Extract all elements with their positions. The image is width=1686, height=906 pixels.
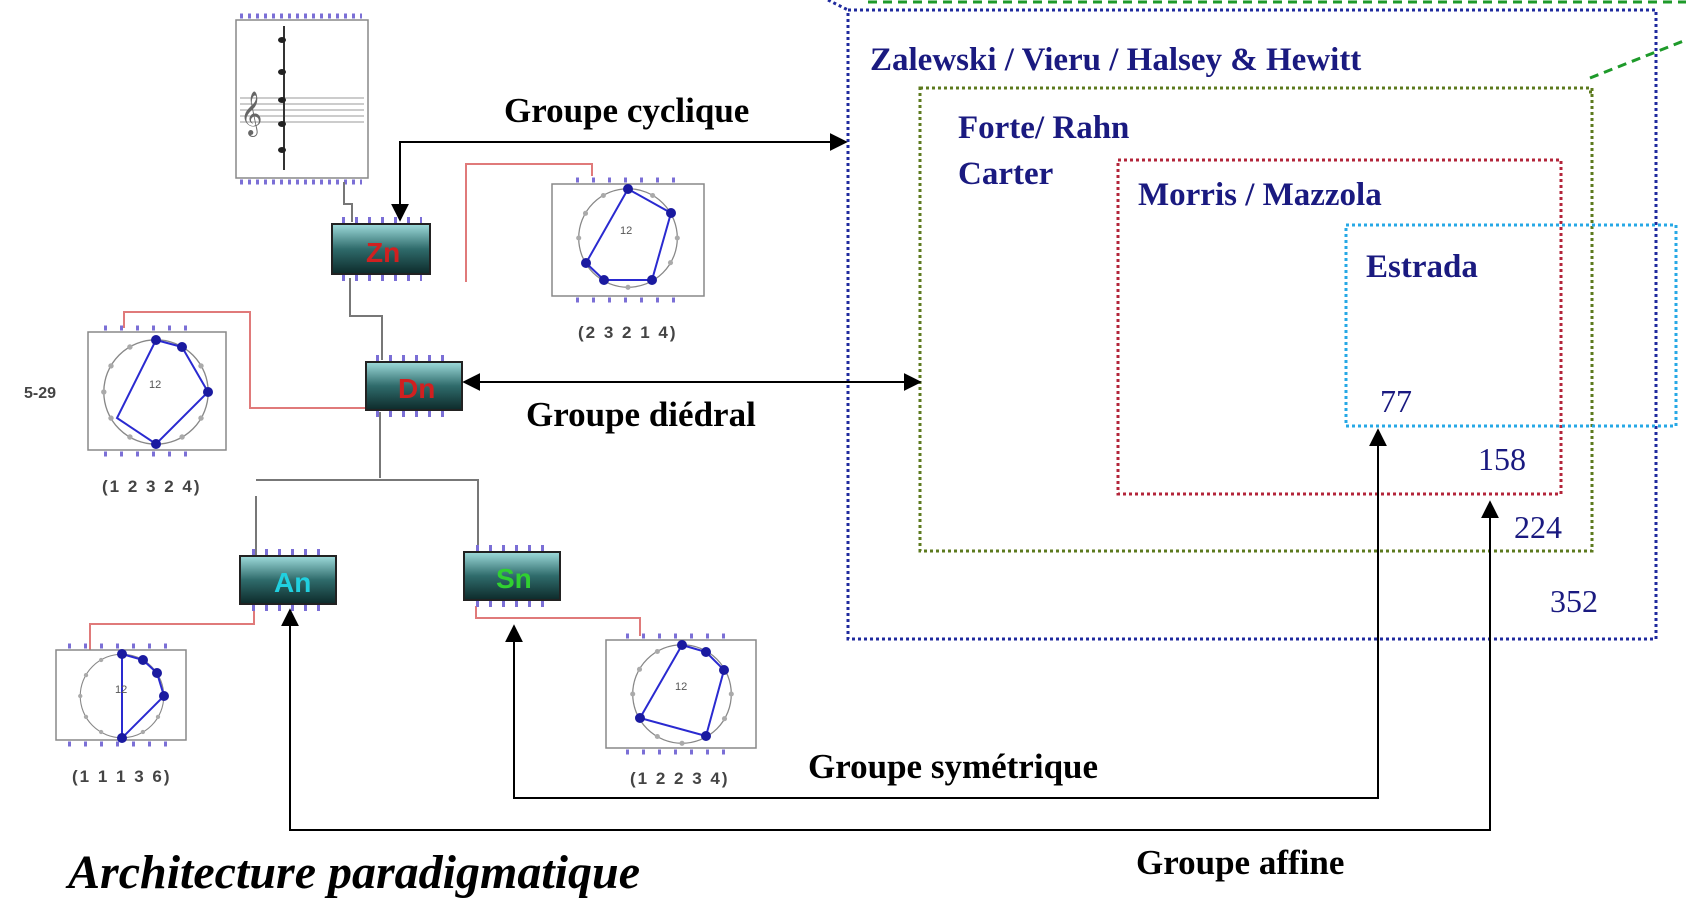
cyclic-arrow: [391, 133, 848, 222]
dihedral-set-name: 5-29: [24, 385, 56, 402]
dihedral-group-label: Groupe diédral: [526, 395, 756, 434]
outer-box: [846, 8, 1658, 641]
affine-intervals: (1 1 1 3 6): [72, 767, 172, 786]
forte-authors-line2: Carter: [958, 156, 1053, 192]
outer-count: 352: [1550, 583, 1598, 619]
dihedral-clock: 12 5-29 (1 2 3 2 4): [24, 325, 227, 496]
affine-module: An: [239, 549, 337, 611]
clock-center-number: 12: [620, 225, 632, 237]
symmetric-group-label: Groupe symétrique: [808, 747, 1098, 786]
treble-clef-icon: 𝄞: [240, 92, 262, 137]
cyclic-module-code: Zn: [366, 237, 400, 268]
outer-authors: Zalewski / Vieru / Halsey & Hewitt: [870, 42, 1361, 78]
nested-boxes: Zalewski / Vieru / Halsey & Hewitt Forte…: [827, 0, 1686, 641]
symmetric-module-code: Sn: [496, 563, 532, 594]
cyclic-intervals: (2 3 2 1 4): [578, 323, 678, 342]
symmetric-module: Sn: [463, 545, 561, 607]
group-arrows: [281, 133, 1499, 831]
forte-count: 224: [1514, 509, 1562, 545]
architecture-title: Architecture paradigmatique: [65, 846, 640, 899]
symmetric-clock: 12 (1 2 2 3 4): [605, 633, 757, 788]
green-dashed-link: [868, 0, 1686, 80]
dihedral-intervals: (1 2 3 2 4): [102, 477, 202, 496]
affine-group-label: Groupe affine: [1136, 843, 1344, 882]
affine-clock: 12 (1 1 1 3 6): [55, 643, 187, 786]
cyclic-clock: 12 (2 3 2 1 4): [551, 177, 705, 342]
cyclic-module: Zn: [331, 217, 431, 281]
cyclic-group-label: Groupe cyclique: [504, 91, 749, 130]
affine-arrow: [281, 500, 1499, 831]
estrada-box: [1344, 223, 1678, 428]
music-staff: 𝄞: [235, 13, 369, 185]
green-dashed-connector: [827, 0, 849, 12]
dihedral-module-code: Dn: [398, 373, 435, 404]
morris-authors: Morris / Mazzola: [1138, 177, 1382, 213]
dihedral-module: Dn: [365, 355, 463, 417]
symmetric-intervals: (1 2 2 3 4): [630, 769, 730, 788]
estrada-count: 77: [1380, 383, 1412, 419]
clock-center-number: 12: [115, 684, 127, 696]
clock-center-number: 12: [675, 681, 687, 693]
morris-count: 158: [1478, 441, 1526, 477]
estrada-authors: Estrada: [1366, 249, 1478, 285]
forte-box: [918, 86, 1594, 553]
affine-module-code: An: [274, 567, 311, 598]
clock-center-number: 12: [149, 379, 161, 391]
forte-authors-line1: Forte/ Rahn: [958, 110, 1129, 146]
